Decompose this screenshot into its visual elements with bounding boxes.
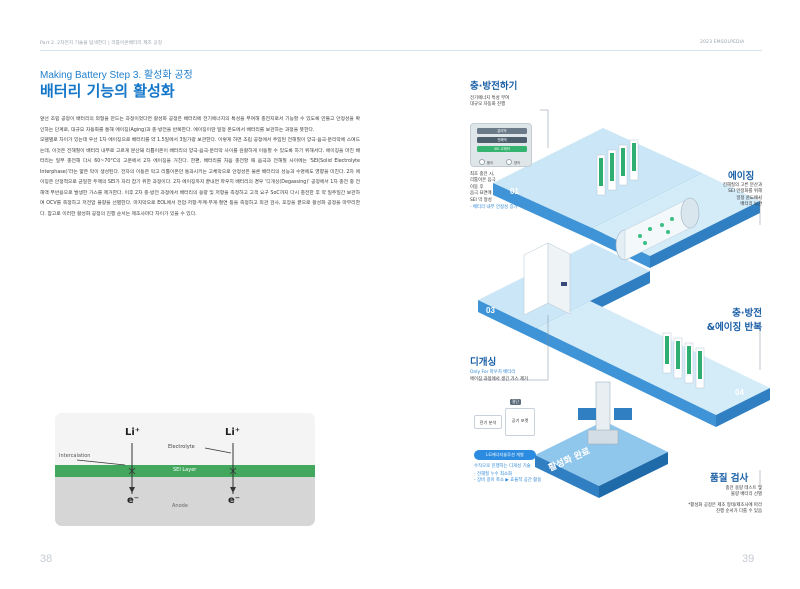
charge-note: - 배터리 내부 안정성 증가 <box>470 205 518 211</box>
step-number-02: 02 <box>712 238 721 247</box>
device-bar-separator: 분리막 <box>477 128 527 134</box>
device-bar-electrolyte: 전해액 <box>477 137 527 143</box>
degas-title: 디개싱 <box>470 354 496 368</box>
degas-bullet-2: - 장비 길이 축소 ▶ 효율적 공간 활용 <box>474 478 541 484</box>
vertical-degas-line: 수직으로 진행하는 디개싱 기술 <box>474 464 531 470</box>
charge-detail-line-5: SEI 막 형성 <box>470 198 496 204</box>
charge-detail: 최초 충전 시, 리튬이온 음극 이동 후 음극 표면에 SEI 막 형성 <box>470 172 496 204</box>
quality-title: 품질 검사 <box>710 470 748 484</box>
air-pocket-box: 공기 포켓 <box>505 408 535 436</box>
degas-desc: 에이징 과정에서 생긴 가스 제거 <box>470 377 528 383</box>
repeat-title-line-2: &에이징 반복 <box>696 319 762 333</box>
anode-knob-icon <box>479 159 485 165</box>
charge-detail-line-2: 리튬이온 음극 <box>470 178 496 184</box>
charge-desc-line-2: 대규모 자동화 진행 <box>470 102 509 108</box>
step-number-01: 01 <box>510 187 519 196</box>
aging-desc: 전해질의 고른 분산과 SEI 안정화를 위해 일정 온도에서 배터리 보관 <box>688 183 762 209</box>
cathode-knob-icon <box>506 159 512 165</box>
repeat-title-line-1: 충·방전 <box>696 305 762 319</box>
step-number-04: 04 <box>735 388 744 397</box>
charge-desc: 전기에너지 특성 부여 대규모 자동화 진행 <box>470 96 509 109</box>
cathode-knob-label: 양극 <box>514 160 520 165</box>
aging-desc-line-4: 배터리 보관 <box>688 202 762 208</box>
device-bar-sei: SEI 고체막 <box>477 146 527 152</box>
quality-desc-line-2: 불량 배터리 선별 <box>688 492 762 498</box>
anode-knob-label: 음극 <box>487 160 493 165</box>
page-number-right: 39 <box>742 553 754 565</box>
degas-bullets: - 전해질 누수 최소화 - 장비 길이 축소 ▶ 효율적 공간 활용 <box>474 472 541 485</box>
quality-desc: 충전 용량 테스트 및 불량 배터리 선별 <box>688 486 762 499</box>
quality-footnote-line-2: 진행 순서가 다를 수 있음 <box>640 509 762 515</box>
lg-developed-pill: LG에너지솔루션 개발 <box>474 450 536 460</box>
cut-tag: 절단 <box>510 399 521 405</box>
charge-device: 분리막 전해액 SEI 고체막 음극 양극 <box>470 123 532 167</box>
analysis-box: 전기 분석 <box>474 415 502 429</box>
degas-pouch-note: Only For 파우치 배터리 <box>470 370 515 376</box>
quality-footnote: *활성화 공정은 제조 형태/제조사에 따라 진행 순서가 다를 수 있음 <box>640 503 762 516</box>
repeat-title: 충·방전 &에이징 반복 <box>696 305 762 333</box>
aging-title: 에이징 <box>728 168 754 182</box>
charge-title: 충·방전하기 <box>470 78 517 92</box>
step-number-03: 03 <box>486 306 495 315</box>
